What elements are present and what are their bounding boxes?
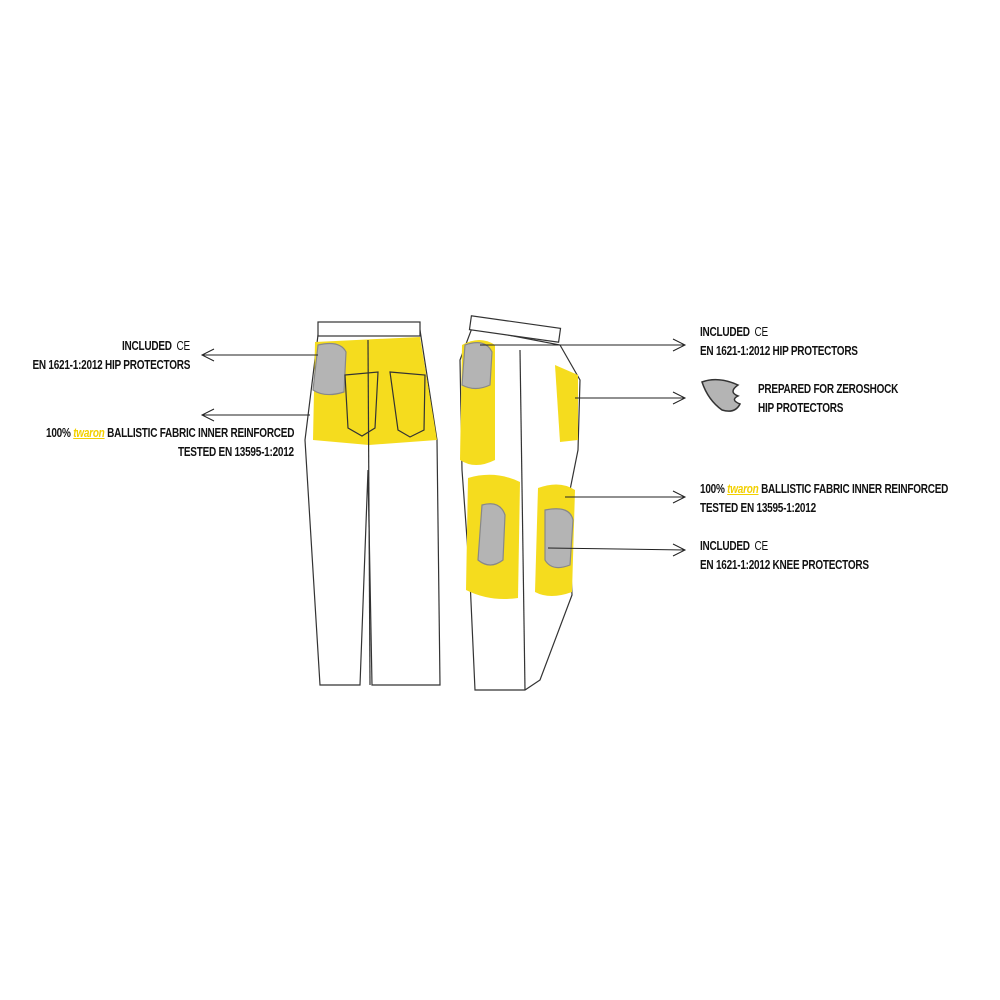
left-twaron-label: 100% twaron BALLISTIC FABRIC INNER REINF… [0, 424, 294, 462]
label-line: HIP PROTECTORS [758, 401, 844, 415]
pants-back-view [304, 321, 441, 686]
label-line: PREPARED FOR ZEROSHOCK [758, 382, 899, 396]
pants-side-view [459, 315, 581, 691]
label-line: EN 1621-1:2012 HIP PROTECTORS [32, 358, 190, 372]
knee-protector-side [544, 508, 574, 569]
hip-protector-back [312, 342, 347, 396]
label-suffix: BALLISTIC FABRIC INNER REINFORCED [106, 426, 294, 440]
hip-protector-side [461, 342, 493, 390]
twaron-logo: twaron [73, 426, 105, 440]
knee-protector-label: INCLUDED CE EN 1621-1:2012 KNEE PROTECTOR… [700, 537, 911, 575]
label-line: TESTED EN 13595-1:2012 [700, 501, 816, 515]
label-line: INCLUDED [122, 339, 172, 353]
label-prefix: 100% [700, 482, 725, 496]
ce-mark: CE [754, 325, 769, 339]
twaron-logo: twaron [727, 482, 759, 496]
zeroshock-protector-icon [701, 378, 742, 412]
left-hip-protector-label: INCLUDED CE EN 1621-1:2012 HIP PROTECTORS [0, 337, 190, 375]
ce-mark: CE [176, 339, 191, 353]
label-line: INCLUDED [700, 325, 750, 339]
label-line: INCLUDED [700, 539, 750, 553]
ce-mark: CE [754, 539, 769, 553]
callout-arrows [200, 338, 687, 557]
label-prefix: 100% [45, 426, 71, 440]
label-suffix: BALLISTIC FABRIC INNER REINFORCED [761, 482, 949, 496]
label-line: EN 1621-1:2012 HIP PROTECTORS [700, 344, 858, 358]
label-line: TESTED EN 13595-1:2012 [178, 445, 294, 459]
right-hip-protector-label: INCLUDED CE EN 1621-1:2012 HIP PROTECTORS [700, 323, 897, 361]
zeroshock-label: PREPARED FOR ZEROSHOCK HIP PROTECTORS [758, 380, 933, 418]
label-line: EN 1621-1:2012 KNEE PROTECTORS [700, 558, 869, 572]
knee-protector-front [477, 503, 506, 566]
right-twaron-label: 100% twaron BALLISTIC FABRIC INNER REINF… [700, 480, 1000, 518]
